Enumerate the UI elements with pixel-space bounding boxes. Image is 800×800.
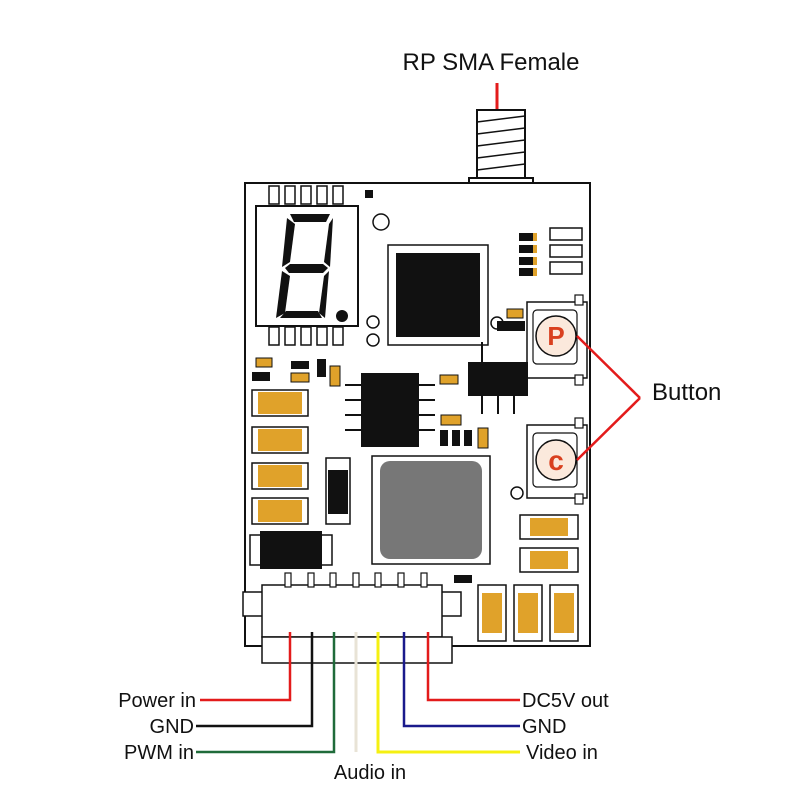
smd-small-right — [497, 308, 525, 331]
diode-vertical — [325, 457, 351, 525]
left-capacitors — [251, 389, 309, 525]
gnd-right-label: GND — [522, 716, 566, 738]
soic-chip — [345, 373, 435, 447]
pin-header-connector — [242, 572, 462, 664]
button-label: Button — [652, 379, 721, 406]
qfn-chip — [387, 244, 489, 346]
antenna-label: RP SMA Female — [403, 49, 580, 76]
small-component — [365, 190, 373, 198]
power-in-wire — [200, 632, 292, 702]
button-p-letter: P — [547, 321, 564, 351]
gnd-left-label: GND — [150, 716, 194, 738]
inductor — [371, 455, 491, 565]
power-in-label: Power in — [118, 690, 196, 712]
pwm-in-label: PWM in — [124, 742, 194, 764]
smd-left-row — [252, 357, 459, 387]
video-in-label: Video in — [526, 742, 598, 764]
audio-in-label: Audio in — [334, 762, 406, 784]
button-callout — [576, 335, 641, 461]
button-p[interactable]: P — [526, 294, 588, 386]
right-capacitors — [454, 514, 579, 642]
gnd-left-wire — [196, 632, 314, 728]
display-top-pins — [268, 185, 344, 205]
dc5v-out-wire — [426, 632, 520, 702]
dc5v-out-label: DC5V out — [522, 690, 609, 712]
pwm-in-wire — [196, 632, 336, 754]
resistor-array — [519, 227, 583, 276]
button-c-letter: c — [548, 445, 564, 476]
button-c[interactable]: c — [526, 417, 588, 505]
video-in-wire — [376, 632, 520, 754]
mounting-holes — [366, 213, 524, 500]
sot-regulator — [468, 342, 528, 414]
smd-center-row — [440, 414, 489, 449]
seven-segment-digit — [276, 214, 348, 322]
diode-horizontal — [249, 531, 333, 569]
gnd-right-wire — [402, 632, 520, 728]
